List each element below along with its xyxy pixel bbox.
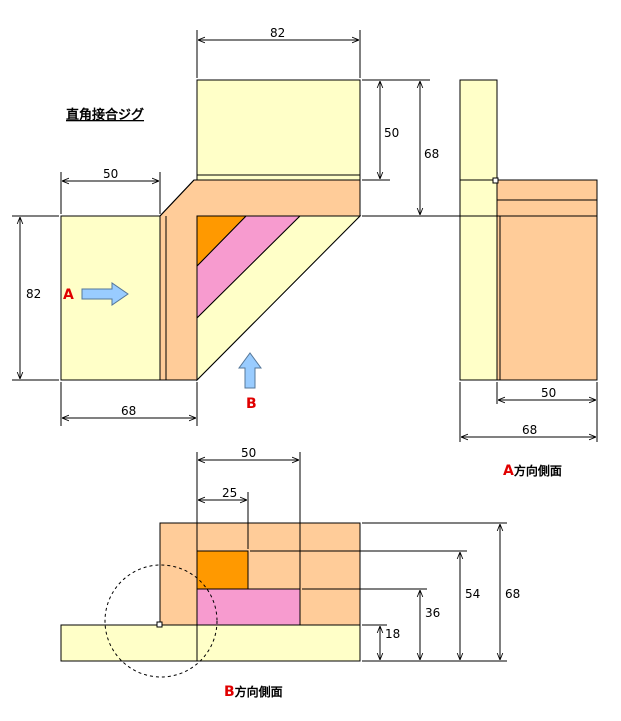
detail-circle bbox=[104, 564, 218, 678]
dim-left-width: 50 bbox=[103, 167, 118, 181]
dim-b-50: 50 bbox=[241, 446, 256, 460]
b-side-view: 50 25 18 36 54 68 B方向側面 bbox=[60, 446, 520, 700]
b-notch bbox=[156, 621, 163, 628]
arrow-a-icon bbox=[81, 282, 129, 306]
dim-top-height: 50 bbox=[384, 126, 399, 140]
dim-left-height: 82 bbox=[26, 287, 41, 301]
marker-a: A bbox=[63, 287, 74, 303]
dim-bottom-width: 68 bbox=[121, 404, 136, 418]
dim-b-36: 36 bbox=[425, 606, 440, 620]
a-side-view: 50 68 A方向側面 bbox=[459, 79, 598, 479]
frame-miter bbox=[159, 179, 195, 217]
a-caption-text: 方向側面 bbox=[514, 463, 562, 478]
dim-b-18: 18 bbox=[385, 627, 400, 641]
dim-top-width: 82 bbox=[270, 26, 285, 40]
yellow-diagonal bbox=[196, 215, 362, 382]
a-caption: A方向側面 bbox=[503, 463, 562, 479]
a-caption-letter: A bbox=[503, 463, 514, 479]
dim-b-68: 68 bbox=[505, 587, 520, 601]
dim-b-54: 54 bbox=[465, 587, 480, 601]
top-block bbox=[196, 79, 361, 181]
dim-side-total: 68 bbox=[522, 423, 537, 437]
dim-side-base: 50 bbox=[541, 386, 556, 400]
b-caption-letter: B bbox=[224, 684, 235, 700]
b-pink bbox=[196, 588, 301, 626]
b-orange bbox=[196, 550, 249, 590]
arrow-b-icon bbox=[238, 352, 262, 389]
top-view: A B 82 50 68 50 82 68 bbox=[12, 26, 460, 426]
dim-b-25: 25 bbox=[222, 486, 237, 500]
b-caption-text: 方向側面 bbox=[235, 684, 283, 699]
side-block bbox=[496, 179, 598, 381]
b-caption: B方向側面 bbox=[224, 684, 283, 700]
marker-b: B bbox=[246, 396, 257, 412]
orange-triangle bbox=[196, 215, 248, 268]
side-notch bbox=[492, 177, 499, 184]
diagram-title: 直角接合ジグ bbox=[66, 107, 144, 123]
side-plate bbox=[459, 79, 498, 381]
dim-top-total: 68 bbox=[424, 147, 439, 161]
base-plate bbox=[60, 624, 361, 662]
